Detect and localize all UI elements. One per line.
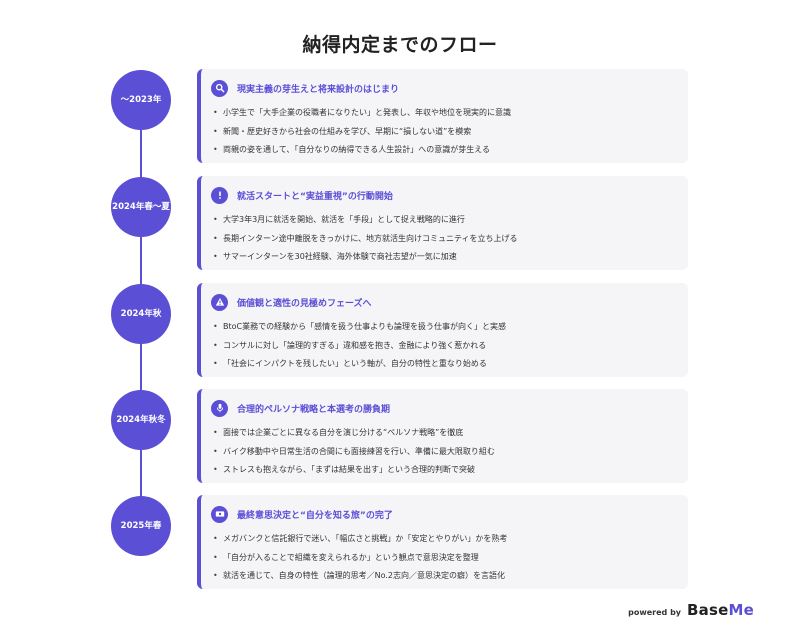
stage-card: 合理的ペルソナ戦略と本選考の勝負期 •面接では企業ごとに異なる自分を演じ分ける“… <box>197 389 688 483</box>
list-item: •長期インターン途中離脱をきっかけに、地方就活生向けコミュニティを立ち上げる <box>213 233 518 243</box>
stage-card: 現実主義の芽生えと将来設計のはじまり •小学生で「大手企業の役職者になりたい」と… <box>197 69 688 163</box>
warning-icon <box>211 293 228 311</box>
powered-by-label: powered by <box>628 608 682 617</box>
microphone-icon <box>211 399 228 417</box>
list-item: •就活を通じて、自身の特性（論理的思考／No.2志向／意思決定の癖）を言語化 <box>213 571 505 580</box>
timeline-stage: 2024年秋冬 合理的ペルソナ戦略と本選考の勝負期 •面接では企業ごとに異なる自… <box>0 389 800 486</box>
list-item: •BtoC業務での経験から「感情を扱う仕事よりも論理を扱う仕事が向く」と実感 <box>213 322 506 331</box>
list-item: •バイク移動中や日常生活の合間にも面接練習を行い、準備に最大限取り組む <box>213 446 495 456</box>
timeline-stage: 2024年春〜夏 就活スタートと“実益重視”の行動開始 •大学3年3月に就活を開… <box>0 176 800 273</box>
page-title: 納得内定までのフロー <box>302 34 498 56</box>
timeline-node: 2025年春 <box>111 496 171 556</box>
stage-title: 就活スタートと“実益重視”の行動開始 <box>237 191 393 202</box>
list-item: •「自分が入ることで組織を変えられるか」という観点で意思決定を整理 <box>213 552 479 562</box>
timeline-node: 2024年秋 <box>111 284 171 344</box>
exclamation-icon <box>211 186 228 204</box>
list-item: •メガバンクと信託銀行で迷い、「幅広さと挑戦」か「安定とやりがい」かを熟考 <box>213 534 508 543</box>
stage-card: 価値観と適性の見極めフェーズへ •BtoC業務での経験から「感情を扱う仕事よりも… <box>197 283 688 377</box>
stage-card: 就活スタートと“実益重視”の行動開始 •大学3年3月に就活を開始、就活を「手段」… <box>197 176 688 270</box>
list-item: •両親の姿を通して、「自分なりの納得できる人生設計」への意識が芽生える <box>213 145 490 154</box>
list-item: •面接では企業ごとに異なる自分を演じ分ける“ペルソナ戦略”を徹底 <box>213 428 464 437</box>
stage-card: 最終意思決定と“自分を知る旅”の完了 •メガバンクと信託銀行で迷い、「幅広さと挑… <box>197 495 688 589</box>
timeline-stage: 〜2023年 現実主義の芽生えと将来設計のはじまり •小学生で「大手企業の役職者… <box>0 69 800 166</box>
stage-title: 価値観と適性の見極めフェーズへ <box>237 298 372 309</box>
stage-title: 最終意思決定と“自分を知る旅”の完了 <box>237 510 393 521</box>
list-item: •大学3年3月に就活を開始、就活を「手段」として捉え戦略的に進行 <box>213 215 465 224</box>
list-item: •コンサルに対し「論理的すぎる」違和感を抱き、金融により強く惹かれる <box>213 340 487 350</box>
timeline-node: 2024年春〜夏 <box>111 177 171 237</box>
stage-title: 現実主義の芽生えと将来設計のはじまり <box>237 84 400 95</box>
timeline-node: 〜2023年 <box>111 70 171 130</box>
ticket-icon <box>211 505 228 523</box>
timeline-stage: 2025年春 最終意思決定と“自分を知る旅”の完了 •メガバンクと信託銀行で迷い… <box>0 495 800 592</box>
list-item: •新聞・歴史好きから社会の仕組みを学び、早期に“損しない道”を模索 <box>213 126 472 136</box>
list-item: •「社会にインパクトを残したい」という軸が、自分の特性と重なり始める <box>213 359 487 368</box>
list-item: •ストレスも抱えながら、「まずは結果を出す」という合理的判断で突破 <box>213 465 475 474</box>
stage-title: 合理的ペルソナ戦略と本選考の勝負期 <box>237 404 391 415</box>
timeline-node: 2024年秋冬 <box>111 390 171 450</box>
list-item: •小学生で「大手企業の役職者になりたい」と発表し、年収や地位を現実的に意識 <box>213 108 511 117</box>
footer: powered by BaseMe <box>628 601 754 619</box>
search-icon <box>211 79 228 97</box>
brand-logo: BaseMe <box>687 601 754 619</box>
list-item: •サマーインターンを30社経験、海外体験で商社志望が一気に加速 <box>213 252 457 261</box>
timeline-stage: 2024年秋 価値観と適性の見極めフェーズへ •BtoC業務での経験から「感情を… <box>0 283 800 380</box>
